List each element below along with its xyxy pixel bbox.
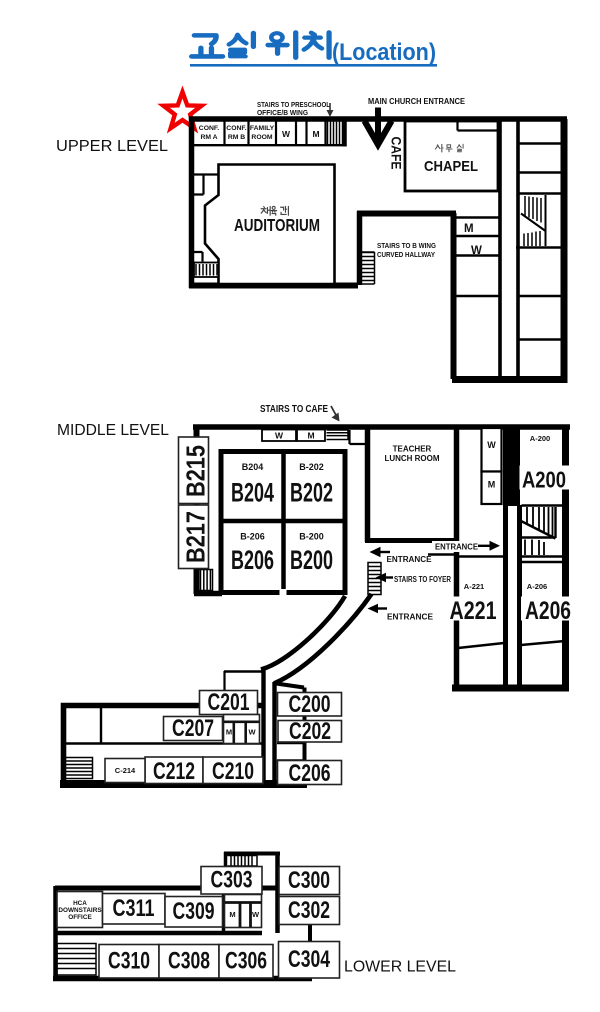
svg-text:C210: C210 (212, 758, 254, 785)
svg-text:TEACHER: TEACHER (393, 445, 432, 454)
svg-text:ENTRANCE: ENTRANCE (387, 555, 433, 564)
svg-text:HCA: HCA (73, 900, 87, 907)
svg-text:RM B: RM B (228, 134, 245, 141)
svg-text:C311: C311 (113, 895, 155, 922)
svg-text:C306: C306 (225, 948, 267, 975)
svg-text:M: M (229, 910, 235, 919)
svg-text:B204: B204 (231, 478, 274, 508)
svg-text:AUDITORIUM: AUDITORIUM (234, 215, 320, 235)
svg-text:LOWER LEVEL: LOWER LEVEL (344, 959, 456, 976)
svg-text:M: M (226, 728, 232, 737)
svg-text:STAIRS TO PRESCHOOL: STAIRS TO PRESCHOOL (257, 100, 330, 109)
svg-text:W: W (282, 129, 291, 139)
svg-text:CAFE: CAFE (389, 137, 404, 170)
svg-text:B-200: B-200 (299, 532, 324, 542)
svg-text:C302: C302 (288, 897, 330, 924)
svg-text:B200: B200 (290, 545, 333, 575)
svg-text:RM A: RM A (200, 134, 217, 141)
svg-text:C207: C207 (172, 715, 214, 742)
svg-text:A221: A221 (450, 597, 497, 625)
svg-text:C206: C206 (289, 760, 331, 787)
svg-text:OFFICE/B WING: OFFICE/B WING (257, 108, 308, 117)
svg-text:W: W (252, 910, 260, 919)
svg-text:ENTRANCE: ENTRANCE (435, 543, 479, 552)
svg-text:M: M (312, 129, 319, 139)
svg-text:A-221: A-221 (464, 582, 484, 591)
svg-text:B204: B204 (242, 462, 264, 472)
svg-text:ENTRANCE: ENTRANCE (387, 613, 434, 622)
svg-text:C200: C200 (289, 691, 331, 718)
svg-text:CURVED HALLWAY: CURVED HALLWAY (377, 250, 435, 259)
svg-text:M: M (488, 480, 496, 490)
svg-text:C202: C202 (289, 718, 331, 745)
svg-text:CONF.: CONF. (226, 125, 247, 132)
svg-text:A200: A200 (522, 467, 566, 493)
svg-text:M: M (307, 431, 314, 441)
svg-text:B217: B217 (181, 511, 211, 563)
svg-text:C-214: C-214 (115, 766, 136, 775)
svg-text:CONF.: CONF. (199, 125, 220, 132)
svg-text:MIDDLE LEVEL: MIDDLE LEVEL (57, 422, 169, 439)
svg-text:A206: A206 (525, 597, 571, 625)
svg-text:C304: C304 (288, 946, 330, 973)
svg-text:C212: C212 (153, 758, 195, 785)
svg-text:A-206: A-206 (527, 582, 547, 591)
svg-text:LUNCH ROOM: LUNCH ROOM (384, 454, 439, 463)
svg-text:UPPER LEVEL: UPPER LEVEL (56, 138, 168, 155)
svg-text:MAIN CHURCH ENTRANCE: MAIN CHURCH ENTRANCE (368, 97, 466, 106)
svg-text:M: M (464, 223, 474, 235)
svg-text:ROOM: ROOM (251, 134, 272, 141)
svg-text:W: W (275, 431, 284, 441)
svg-text:C309: C309 (173, 898, 215, 925)
svg-text:W: W (487, 440, 496, 450)
svg-text:STAIRS TO B WING: STAIRS TO B WING (377, 241, 436, 250)
svg-text:B215: B215 (181, 445, 211, 497)
svg-text:B206: B206 (231, 545, 274, 575)
svg-text:A-200: A-200 (530, 434, 550, 443)
svg-text:W: W (248, 728, 256, 737)
svg-text:C201: C201 (208, 689, 250, 716)
svg-text:C303: C303 (211, 867, 253, 894)
svg-text:CHAPEL: CHAPEL (424, 158, 478, 175)
svg-text:C308: C308 (168, 948, 210, 975)
svg-text:OFFICE: OFFICE (68, 914, 92, 921)
svg-text:B-206: B-206 (240, 532, 265, 542)
svg-text:STAIRS TO FOYER: STAIRS TO FOYER (394, 575, 451, 584)
svg-text:B-202: B-202 (299, 462, 324, 472)
svg-text:C300: C300 (288, 867, 330, 894)
svg-text:C310: C310 (108, 948, 150, 975)
svg-text:W: W (471, 245, 482, 257)
svg-text:STAIRS TO CAFE: STAIRS TO CAFE (260, 403, 328, 415)
svg-text:DOWNSTAIRS: DOWNSTAIRS (58, 907, 102, 914)
svg-text:FAMILY: FAMILY (250, 125, 275, 132)
svg-text:(Location): (Location) (332, 39, 436, 66)
svg-text:B202: B202 (290, 478, 333, 508)
